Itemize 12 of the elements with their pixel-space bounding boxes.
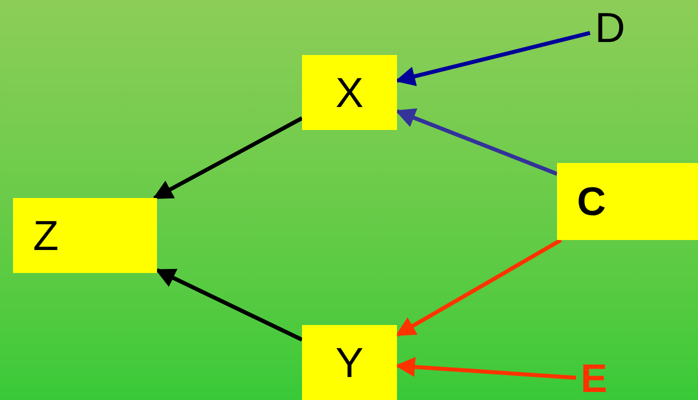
arrow [395,238,562,337]
node-label: E [576,358,612,400]
arrow [395,356,576,380]
process-box: Z [13,198,157,273]
process-box: Y [302,325,397,400]
arrow [395,108,558,176]
arrow [155,268,303,342]
arrow [152,116,303,200]
process-box: X [302,55,397,130]
process-box: C [557,163,698,240]
arrow [395,31,590,86]
node-label: D [590,6,630,50]
